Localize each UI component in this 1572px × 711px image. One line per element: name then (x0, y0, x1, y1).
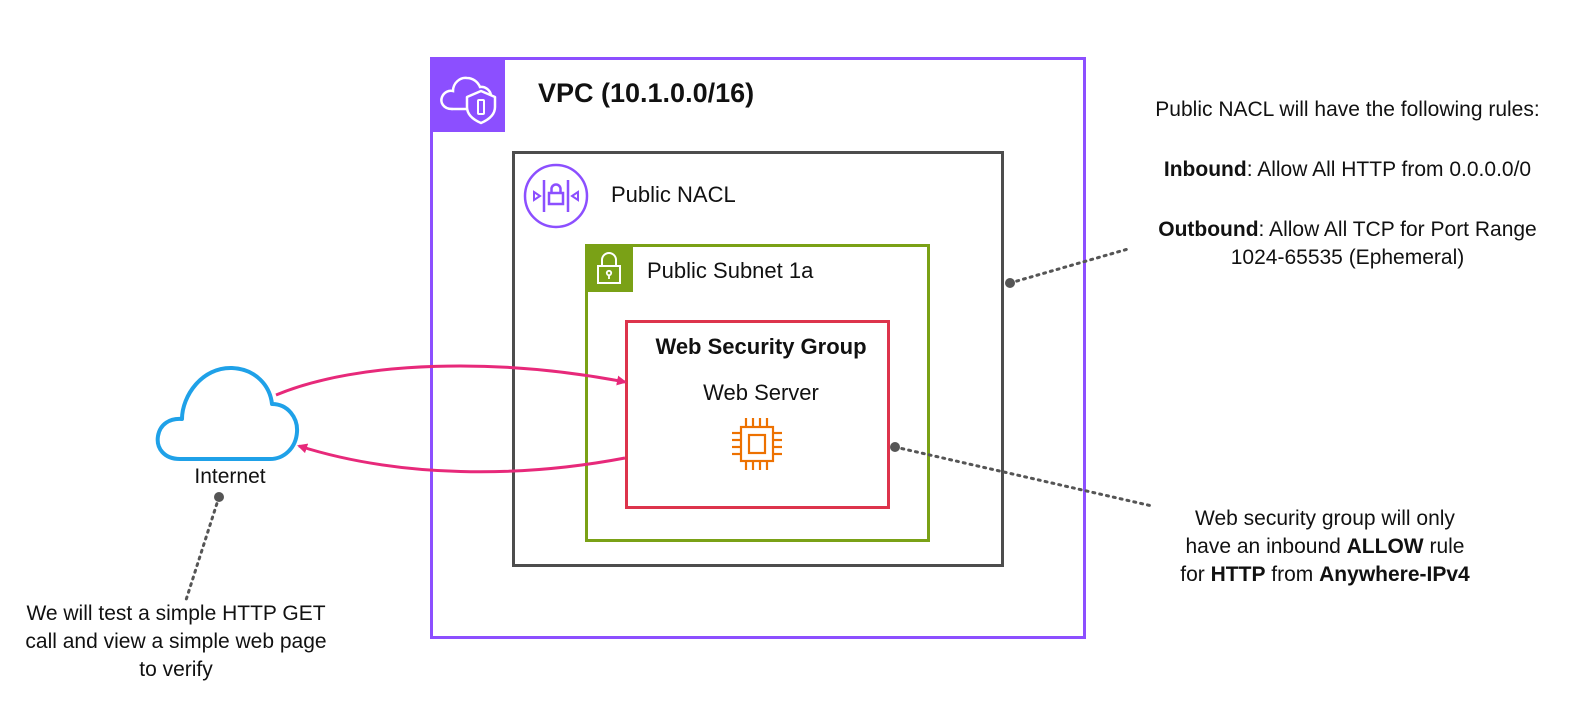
subnet-title: Public Subnet 1a (647, 258, 814, 283)
nacl-icon (523, 163, 589, 229)
nacl-note-inbound: Inbound: Allow All HTTP from 0.0.0.0/0 (1125, 156, 1570, 184)
vpc-badge (430, 57, 505, 132)
outbound-label: Outbound (1158, 218, 1259, 241)
cloud-icon (155, 365, 300, 461)
allow-keyword: ALLOW (1346, 535, 1424, 558)
sg-note-line3: for HTTP from Anywhere-IPv4 (1130, 561, 1520, 589)
sg-note-text: from (1265, 563, 1320, 586)
sg-note-connector (893, 445, 1154, 508)
nacl-container (512, 151, 1004, 567)
nacl-note-outbound: Outbound: Allow All TCP for Port Range (1125, 216, 1570, 244)
vpc-title: VPC (10.1.0.0/16) (538, 78, 755, 108)
nacl-note-intro: Public NACL will have the following rule… (1155, 98, 1540, 121)
sg-note-line2: have an inbound ALLOW rule (1130, 533, 1520, 561)
test-note-line2: call and view a simple web page (25, 630, 327, 653)
test-note: We will test a simple HTTP GET call and … (0, 600, 352, 684)
outbound-port-range: 1024-65535 (Ephemeral) (1230, 246, 1465, 269)
security-group-container (625, 320, 890, 509)
request-arrow (275, 364, 627, 397)
sg-note-text: have an inbound (1185, 535, 1347, 558)
sg-note-text: for (1180, 563, 1211, 586)
anywhere-ipv4-keyword: Anywhere-IPv4 (1319, 563, 1470, 586)
outbound-rule-text: : Allow All TCP for Port Range (1258, 218, 1537, 241)
http-keyword: HTTP (1210, 563, 1266, 586)
subnet-container (585, 244, 930, 542)
nacl-title: Public NACL (611, 182, 736, 207)
test-note-line1: We will test a simple HTTP GET (26, 602, 326, 625)
vpc-container (430, 57, 1086, 639)
internet-note-connector (184, 495, 221, 602)
sg-note-text: rule (1423, 535, 1465, 558)
sg-connector-dot (890, 442, 900, 452)
web-server-label: Web Server (703, 380, 819, 405)
inbound-rule-text: : Allow All HTTP from 0.0.0.0/0 (1246, 158, 1532, 181)
ec2-chip-icon (732, 418, 782, 470)
vpc-cloud-shield-icon (440, 76, 497, 125)
nacl-connector-dot (1005, 278, 1015, 288)
test-note-line3: to verify (139, 658, 213, 681)
security-group-note: Web security group will only have an inb… (1130, 505, 1520, 589)
padlock-icon (597, 252, 621, 284)
internet-connector-dot (214, 492, 224, 502)
subnet-badge (585, 244, 633, 292)
inbound-label: Inbound (1163, 158, 1247, 181)
internet-label: Internet (194, 465, 266, 488)
nacl-rules-note: Public NACL will have the following rule… (1125, 96, 1570, 272)
sg-note-line1: Web security group will only (1195, 507, 1455, 530)
response-arrow (297, 443, 626, 474)
nacl-note-connector (1008, 247, 1130, 285)
security-group-title: Web Security Group (655, 334, 867, 359)
